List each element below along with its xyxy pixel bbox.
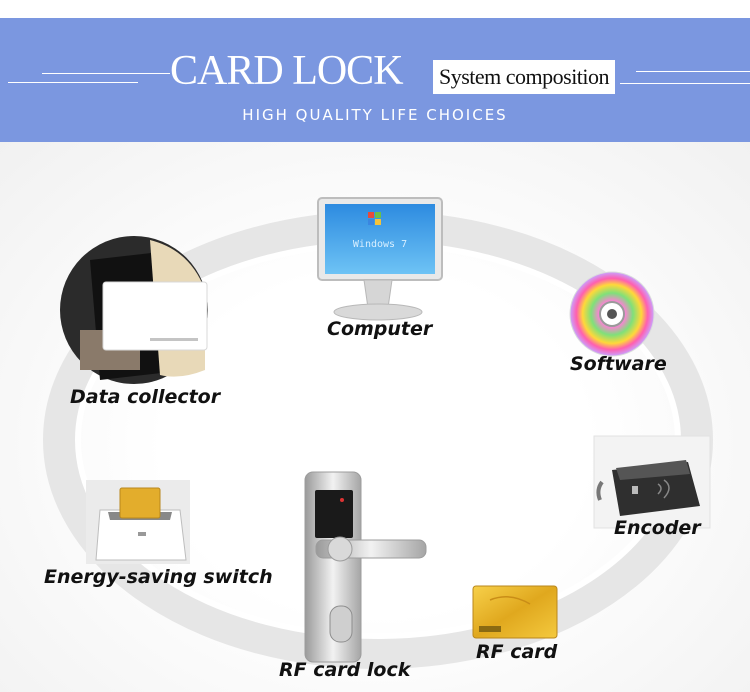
header-banner	[0, 18, 750, 142]
header-rule-right-2	[620, 83, 750, 84]
section-badge: System composition	[433, 60, 615, 94]
header-rule-left-1	[8, 82, 138, 83]
encoder-label: Encoder	[614, 517, 701, 539]
software-label: Software	[570, 353, 667, 375]
encoder-device-icon	[593, 435, 711, 529]
rf-card-label: RF card	[476, 641, 558, 663]
power-switch-icon	[86, 480, 190, 564]
door-lock-icon	[304, 471, 427, 663]
page-title: CARD LOCK	[170, 48, 404, 94]
cd-disc-icon	[569, 271, 655, 357]
monitor-screen-text: Windows 7	[353, 239, 407, 250]
rf-card-lock-label: RF card lock	[279, 659, 411, 681]
page-subtitle: HIGH QUALITY LIFE CHOICES	[242, 106, 508, 124]
energy-saving-switch-label: Energy-saving switch	[44, 566, 273, 588]
header-rule-right-1	[636, 71, 750, 72]
header-rule-left-2	[42, 73, 170, 74]
rf-card-icon	[472, 585, 558, 639]
monitor-icon: Windows 7	[317, 197, 443, 321]
data-collector-label: Data collector	[70, 386, 221, 408]
computer-label: Computer	[327, 318, 433, 340]
card-reader-icon	[60, 236, 208, 384]
